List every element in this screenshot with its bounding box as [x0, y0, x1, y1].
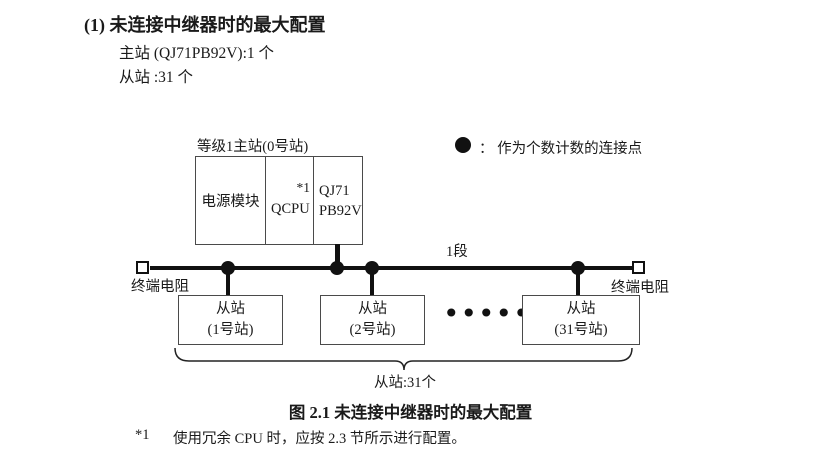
cpu-footnote-ref: *1 [296, 180, 311, 195]
slave2-drop-line [370, 268, 374, 295]
connection-dot [221, 261, 235, 275]
master-station-label: 等级1主站(0号站) [197, 139, 309, 155]
section-heading: (1) 未连接中继器时的最大配置 [84, 15, 326, 35]
cpu-module-label: QCPU [271, 201, 310, 217]
master-drop-line [335, 244, 340, 268]
connection-dot [571, 261, 585, 275]
power-module-cell: 电源模块 [196, 157, 266, 244]
slave-station-2-box: 从站 (2号站) [320, 295, 425, 345]
terminal-resistor-right-label: 终端电阻 [611, 280, 669, 296]
slave-label-line2: (1号站) [207, 322, 254, 338]
connection-point-icon [455, 137, 471, 153]
more-slaves-ellipsis: •••••• [443, 297, 549, 330]
slave31-drop-line [576, 268, 580, 295]
legend-text: ： 作为个数计数的连接点 [479, 141, 643, 157]
slave-label-line2: (2号站) [349, 322, 396, 338]
pb92v-label-line2: PB92V [319, 202, 362, 219]
slave-count-line: 从站 :31 个 [119, 69, 194, 86]
underbrace [174, 347, 633, 371]
slave-label-line1: 从站 [358, 301, 387, 317]
master-station-box: 电源模块 *1 QCPU QJ71 PB92V [195, 156, 363, 245]
pb92v-label-line1: QJ71 [319, 182, 350, 199]
master-count-line: 主站 (QJ71PB92V):1 个 [119, 45, 275, 62]
bus-line [150, 266, 633, 270]
slave-label-line1: 从站 [566, 301, 596, 317]
footnote-marker: *1 [135, 427, 150, 443]
connection-dot [330, 261, 344, 275]
connection-dot [365, 261, 379, 275]
terminal-resistor-left-label: 终端电阻 [131, 279, 189, 295]
terminal-resistor-right-icon [632, 261, 645, 274]
slave-label-line2: (31号站) [554, 322, 608, 338]
figure-caption: 图 2.1 未连接中继器时的最大配置 [288, 403, 533, 422]
terminal-resistor-left-icon [136, 261, 149, 274]
segment-label: 1段 [446, 244, 468, 260]
power-module-label: 电源模块 [201, 194, 260, 210]
slave-station-1-box: 从站 (1号站) [178, 295, 283, 345]
pb92v-module-cell: QJ71 PB92V [314, 157, 362, 244]
brace-label: 从站:31个 [373, 375, 437, 391]
slave-station-31-box: 从站 (31号站) [522, 295, 640, 345]
slave-label-line1: 从站 [216, 301, 245, 317]
slave1-drop-line [226, 268, 230, 295]
footnote-text: 使用冗余 CPU 时，应按 2.3 节所示进行配置。 [173, 431, 466, 447]
cpu-module-cell: *1 QCPU [266, 157, 314, 244]
